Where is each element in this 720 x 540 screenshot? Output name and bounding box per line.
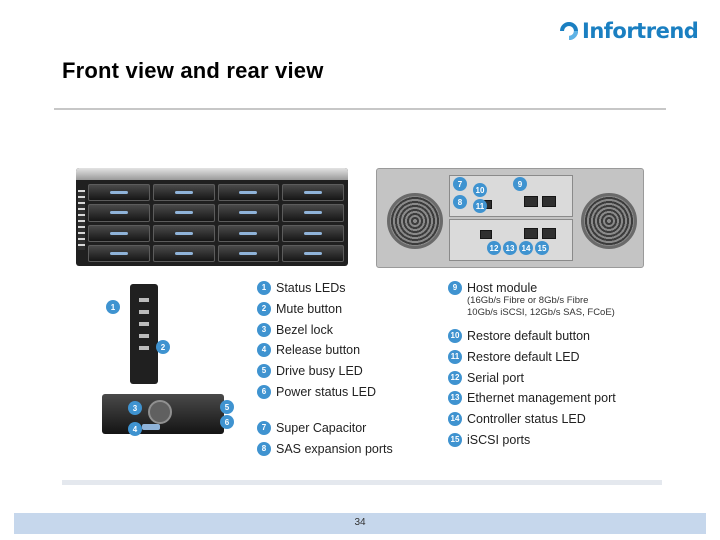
title-divider (54, 108, 666, 110)
serial-port (480, 230, 492, 239)
drive-bay (282, 244, 344, 262)
drive-bay (217, 184, 280, 202)
content-bottom-rule (62, 480, 662, 485)
callout-13: 13 (503, 241, 517, 255)
drive-bay (88, 184, 150, 202)
bezel-lock-icon (148, 400, 172, 424)
ethernet-port (542, 196, 556, 207)
drive-bay (282, 224, 344, 242)
callout-11: 11 (473, 199, 487, 213)
callout-4: 4 (128, 422, 142, 436)
drive-bay (152, 224, 215, 242)
callout-1: 1 (106, 300, 120, 314)
footer-bar: 34 (14, 513, 706, 534)
status-led (139, 322, 149, 326)
status-led (139, 310, 149, 314)
fan-left-icon (387, 193, 443, 249)
host-module-detail-line1: (16Gb/s Fibre or 8Gb/s Fibre (467, 295, 589, 306)
logo-mark-icon (560, 22, 578, 40)
drive-bay (152, 184, 215, 202)
infortrend-logo: Infortrend (558, 14, 703, 48)
front-chassis-top (76, 168, 348, 180)
list-gap (257, 406, 393, 421)
drive-bay (217, 204, 280, 222)
callout-8: 8 (453, 195, 467, 209)
callout-14: 14 (519, 241, 533, 255)
callout-15: 15 (535, 241, 549, 255)
callout-3: 3 (128, 401, 142, 415)
callout-6: 6 (220, 415, 234, 429)
status-led (139, 298, 149, 302)
bezel-image (102, 394, 224, 434)
ethernet-port (542, 228, 556, 239)
release-button-icon (142, 424, 160, 430)
drive-bay (88, 224, 150, 242)
host-module-detail-line2: 10Gb/s iSCSI, 12Gb/s SAS, FCoE) (467, 307, 615, 318)
front-chassis-image (76, 168, 348, 266)
drive-bay (217, 224, 280, 242)
callout-12: 12 (487, 241, 501, 255)
status-led (139, 334, 149, 338)
ethernet-port (524, 196, 538, 207)
fan-right-icon (581, 193, 637, 249)
front-led-column (78, 190, 85, 250)
logo-text: Infortrend (582, 19, 699, 43)
drive-bay (152, 244, 215, 262)
controller-led-panel-image (130, 284, 158, 384)
page-number: 34 (354, 517, 366, 528)
drive-bay (282, 204, 344, 222)
controller-module-top (449, 175, 573, 217)
controller-module-bottom (449, 219, 573, 261)
callout-10: 10 (473, 183, 487, 197)
rear-chassis-image: 7 9 10 11 8 12 13 14 15 (376, 168, 644, 268)
ethernet-port (524, 228, 538, 239)
drive-bay (88, 244, 150, 262)
drive-bay (88, 204, 150, 222)
drive-bay (282, 184, 344, 202)
callout-9: 9 (513, 177, 527, 191)
callout-7: 7 (453, 177, 467, 191)
drive-bay (217, 244, 280, 262)
drive-bay-grid (88, 184, 344, 262)
drive-bay (152, 204, 215, 222)
status-led (139, 346, 149, 350)
callout-5: 5 (220, 400, 234, 414)
callout-2: 2 (156, 340, 170, 354)
slide-title: Front view and rear view (62, 58, 324, 83)
